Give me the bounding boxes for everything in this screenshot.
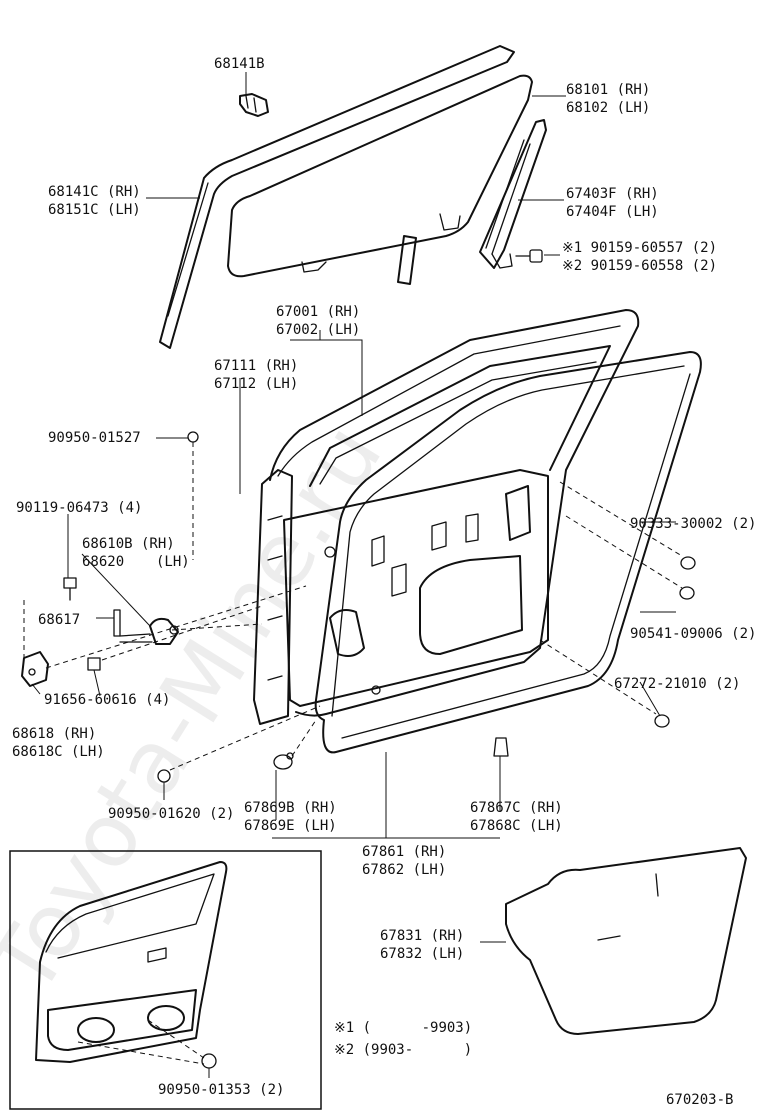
label-68620-lh: (LH) bbox=[156, 554, 190, 570]
label-91656: 91656-60616 (4) bbox=[44, 692, 170, 708]
label-67832: 67832 (LH) bbox=[380, 946, 464, 962]
glass-run-channel bbox=[159, 45, 515, 349]
hinge-pin bbox=[113, 609, 121, 637]
bolt-90159 bbox=[515, 249, 543, 263]
footnotes: ※1 ( -9903) ※2 (9903- ) bbox=[334, 1020, 472, 1058]
plug-90541 bbox=[679, 586, 695, 600]
label-90950-01353: 90950-01353 (2) bbox=[158, 1082, 284, 1098]
clip-67867c bbox=[493, 737, 509, 757]
plug-90333 bbox=[680, 556, 696, 570]
label-67862: 67862 (LH) bbox=[362, 862, 446, 878]
label-90950-01620: 90950-01620 (2) bbox=[108, 806, 234, 822]
door-hinge bbox=[21, 651, 49, 687]
label-68102: 68102 (LH) bbox=[566, 100, 650, 116]
bolt-91656 bbox=[87, 657, 101, 671]
plug-90950-01620 bbox=[157, 769, 171, 783]
division-bar bbox=[479, 119, 547, 269]
door-weatherstrip bbox=[314, 351, 702, 754]
label-67001: 67001 (RH) bbox=[276, 304, 360, 320]
label-68610b: 68610B (RH) bbox=[82, 536, 175, 552]
label-68141c: 68141C (RH) bbox=[48, 184, 141, 200]
label-67869b: 67869B (RH) bbox=[244, 800, 337, 816]
label-90119: 90119-06473 (4) bbox=[16, 500, 142, 516]
leader-lines bbox=[31, 72, 676, 1078]
label-67869e: 67869E (LH) bbox=[244, 818, 337, 834]
clip-67869b bbox=[273, 752, 294, 770]
glass-clip bbox=[239, 93, 269, 117]
label-67861: 67861 (RH) bbox=[362, 844, 446, 860]
service-hole-cover bbox=[505, 847, 747, 1035]
label-90159-2: ※2 90159-60558 (2) bbox=[562, 258, 717, 274]
figure-code: 670203-B bbox=[666, 1092, 733, 1108]
label-68617: 68617 bbox=[38, 612, 80, 628]
label-67867c: 67867C (RH) bbox=[470, 800, 563, 816]
plug-90950-01527 bbox=[187, 431, 199, 443]
label-90950-01527: 90950-01527 bbox=[48, 430, 141, 446]
label-67868c: 67868C (LH) bbox=[470, 818, 563, 834]
bolt-90119 bbox=[63, 577, 77, 601]
label-68151c: 68151C (LH) bbox=[48, 202, 141, 218]
label-68618: 68618 (RH) bbox=[12, 726, 96, 742]
label-68141b: 68141B bbox=[214, 56, 265, 72]
door-check bbox=[119, 617, 179, 645]
inset-box bbox=[9, 850, 322, 1110]
label-67111: 67111 (RH) bbox=[214, 358, 298, 374]
window-glass bbox=[227, 74, 533, 285]
label-90333: 90333-30002 (2) bbox=[630, 516, 756, 532]
label-90541: 90541-09006 (2) bbox=[630, 626, 756, 642]
label-67403f: 67403F (RH) bbox=[566, 186, 659, 202]
label-67272: 67272-21010 (2) bbox=[614, 676, 740, 692]
label-68618c: 68618C (LH) bbox=[12, 744, 105, 760]
label-90159-1: ※1 90159-60557 (2) bbox=[562, 240, 717, 256]
plug-67272 bbox=[654, 714, 670, 728]
door-frame bbox=[253, 309, 640, 725]
label-67404f: 67404F (LH) bbox=[566, 204, 659, 220]
part-labels: 68141B 68101 (RH) 68102 (LH) 68141C (RH)… bbox=[12, 56, 756, 1098]
label-67831: 67831 (RH) bbox=[380, 928, 464, 944]
assembly-dashes bbox=[23, 442, 683, 1065]
label-68620: 68620 bbox=[82, 554, 124, 570]
label-67112: 67112 (LH) bbox=[214, 376, 298, 392]
note-2: ※2 (9903- ) bbox=[334, 1042, 472, 1058]
label-67002: 67002 (LH) bbox=[276, 322, 360, 338]
note-1: ※1 ( -9903) bbox=[334, 1020, 472, 1036]
label-68101: 68101 (RH) bbox=[566, 82, 650, 98]
